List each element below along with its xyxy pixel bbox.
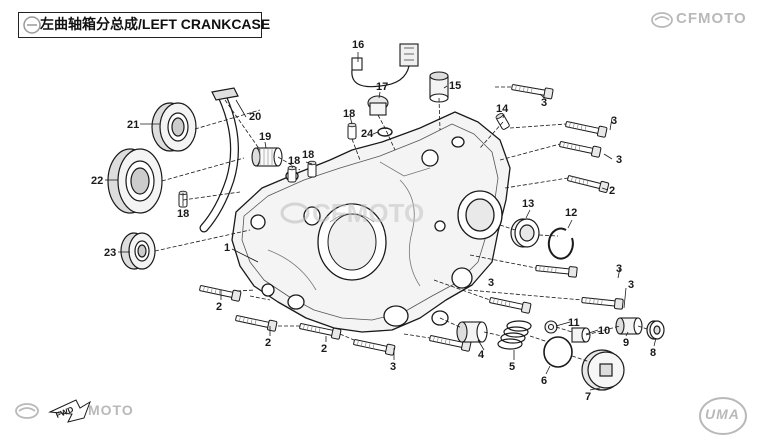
- callout-18c: 18: [343, 108, 355, 120]
- bolt-2-d: [488, 294, 532, 314]
- callout-18d: 18: [177, 208, 189, 220]
- brand-name-uma: UMA: [705, 406, 740, 422]
- callout-24: 24: [361, 128, 374, 140]
- callout-12: 12: [565, 207, 577, 219]
- bolt-3-mr2: [580, 294, 624, 310]
- brand-name: CFMOTO: [676, 10, 747, 27]
- callout-3b: 3: [611, 115, 617, 127]
- callout-8: 8: [650, 347, 656, 359]
- callout-9: 9: [623, 337, 629, 349]
- callout-18b: 18: [302, 149, 314, 161]
- bolt-2-r: [566, 172, 610, 194]
- o-ring-6: [543, 336, 573, 368]
- sensor-16: [351, 43, 419, 88]
- callout-23: 23: [104, 247, 116, 259]
- watermark: CFMOTO: [280, 198, 424, 228]
- pin-18-a: [287, 165, 297, 183]
- callout-2c: 2: [321, 343, 327, 355]
- callout-2b: 2: [265, 337, 271, 349]
- callout-3g: 3: [488, 277, 494, 289]
- callout-4: 4: [478, 349, 485, 361]
- bushing-19: [251, 147, 283, 167]
- washer-11: [544, 320, 558, 334]
- callout-3a: 3: [541, 97, 547, 109]
- callout-7: 7: [585, 391, 591, 403]
- bolt-3-r2: [558, 138, 602, 158]
- callout-3d: 3: [616, 263, 622, 275]
- bolt-2-a: [198, 282, 242, 302]
- callout-3c: 3: [616, 154, 622, 166]
- callout-leaders: [105, 52, 657, 391]
- callout-1: 1: [224, 242, 230, 254]
- cfmoto-logo-icon: [651, 12, 673, 28]
- bolt-2-b: [234, 312, 278, 332]
- callout-16: 16: [352, 39, 364, 51]
- oil-pipe-20: [199, 87, 239, 233]
- callout-18a: 18: [288, 155, 300, 167]
- callout-17: 17: [376, 81, 388, 93]
- page-title: 左曲轴箱分总成/LEFT CRANKCASE: [40, 16, 271, 32]
- callout-2a: 2: [216, 301, 222, 313]
- callout-19: 19: [259, 131, 271, 143]
- callout-20: 20: [249, 111, 261, 123]
- bearing-23: [120, 232, 156, 270]
- callout-3e: 3: [628, 279, 634, 291]
- brand-bottom-right: UMA: [698, 396, 748, 441]
- bushing-4: [456, 321, 488, 343]
- callout-6: 6: [541, 375, 547, 387]
- callout-14: 14: [496, 103, 509, 115]
- callout-numbers: 1 2 2 2 2 3 3 3 3 3 3 3 4 5 6 7 8 9 10 1…: [91, 39, 656, 403]
- bolt-3-l: [352, 336, 396, 356]
- left-crankcase: [231, 111, 511, 333]
- bolt-3-mr1: [534, 262, 578, 278]
- callout-2d: 2: [609, 185, 615, 197]
- seal-24: [377, 127, 393, 137]
- spring-5: [497, 320, 532, 350]
- callout-13: 13: [522, 198, 534, 210]
- pin-18-b: [307, 160, 317, 178]
- logo-mark-icon: [23, 16, 41, 34]
- uma-badge-icon: [699, 397, 747, 435]
- cfmoto-logo-icon: [15, 403, 39, 419]
- seal-13: [510, 218, 540, 248]
- circlip-12: [547, 227, 574, 260]
- callout-11: 11: [568, 317, 580, 329]
- cap-7: [581, 349, 625, 391]
- guide-lines: [154, 86, 651, 363]
- title-box: [18, 12, 262, 38]
- callout-10: 10: [598, 325, 610, 337]
- pin-18-c: [347, 122, 357, 140]
- brand-name-bottom: MOTO: [88, 402, 134, 418]
- callout-15: 15: [449, 80, 461, 92]
- sensor-17: [367, 95, 389, 116]
- bolt-3-r1: [564, 118, 608, 138]
- svg-text:CFMOTO: CFMOTO: [312, 198, 424, 228]
- pin-14: [494, 111, 511, 131]
- callout-5: 5: [509, 361, 515, 373]
- callout-3f: 3: [390, 361, 396, 373]
- bearing-21: [151, 102, 197, 152]
- fwd-arrow: FWD: [48, 399, 91, 423]
- bushing-9: [615, 317, 643, 335]
- callout-22: 22: [91, 175, 103, 187]
- callout-21: 21: [127, 119, 139, 131]
- bearing-22: [107, 148, 163, 214]
